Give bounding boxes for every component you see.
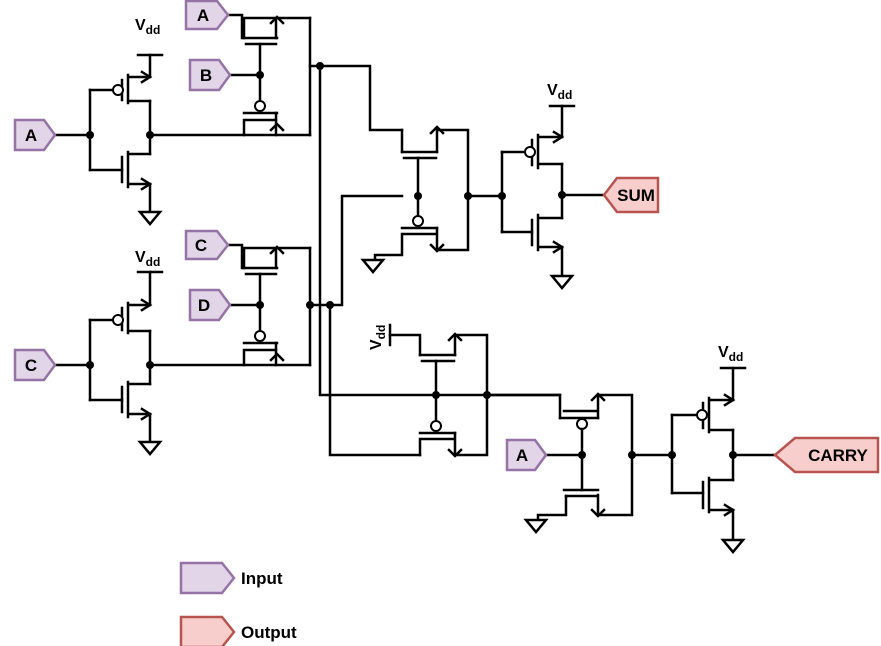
inverter-a (53, 53, 312, 226)
transmission-gate-2 (226, 243, 312, 367)
input-tag-d: D (188, 288, 232, 322)
svg-text:CARRY: CARRY (808, 446, 868, 465)
vdd-label-1: Vdd (135, 17, 160, 37)
svg-text:A: A (516, 446, 528, 465)
transmission-gate-1 (226, 13, 312, 137)
sum-inverter (466, 104, 606, 290)
input-tag-a-left: A (13, 118, 57, 152)
vdd-label-5: Vdd (368, 325, 388, 350)
legend-output: Output (179, 615, 297, 646)
input-tag-c-left: C (13, 348, 57, 382)
svg-text:D: D (198, 296, 210, 315)
vdd-label-2: Vdd (135, 249, 160, 269)
legend-output-label: Output (241, 623, 297, 642)
input-tag-c-mid: C (184, 229, 230, 261)
svg-text:SUM: SUM (617, 186, 655, 205)
vdd-label-3: Vdd (547, 82, 572, 102)
interconnect-wires (306, 62, 562, 457)
vdd-label-4: Vdd (718, 344, 743, 364)
input-tag-a-top: A (184, 0, 230, 31)
carry-stage-2 (523, 392, 636, 534)
xor-stage (360, 125, 472, 274)
legend: Input Output (179, 561, 297, 646)
legend-input: Input (179, 561, 283, 595)
input-tag-a-carry: A (505, 438, 548, 472)
carry-inverter (630, 366, 777, 554)
output-tag-sum: SUM (602, 176, 660, 214)
svg-text:A: A (25, 126, 37, 145)
legend-input-label: Input (241, 569, 283, 588)
input-tag-b: B (188, 58, 232, 92)
inverter-c (53, 270, 312, 456)
svg-text:A: A (197, 6, 209, 25)
svg-text:C: C (195, 236, 207, 255)
carry-stage-1 (388, 323, 562, 458)
output-tag-carry: CARRY (773, 436, 880, 474)
svg-text:B: B (200, 66, 212, 85)
svg-text:C: C (25, 356, 37, 375)
